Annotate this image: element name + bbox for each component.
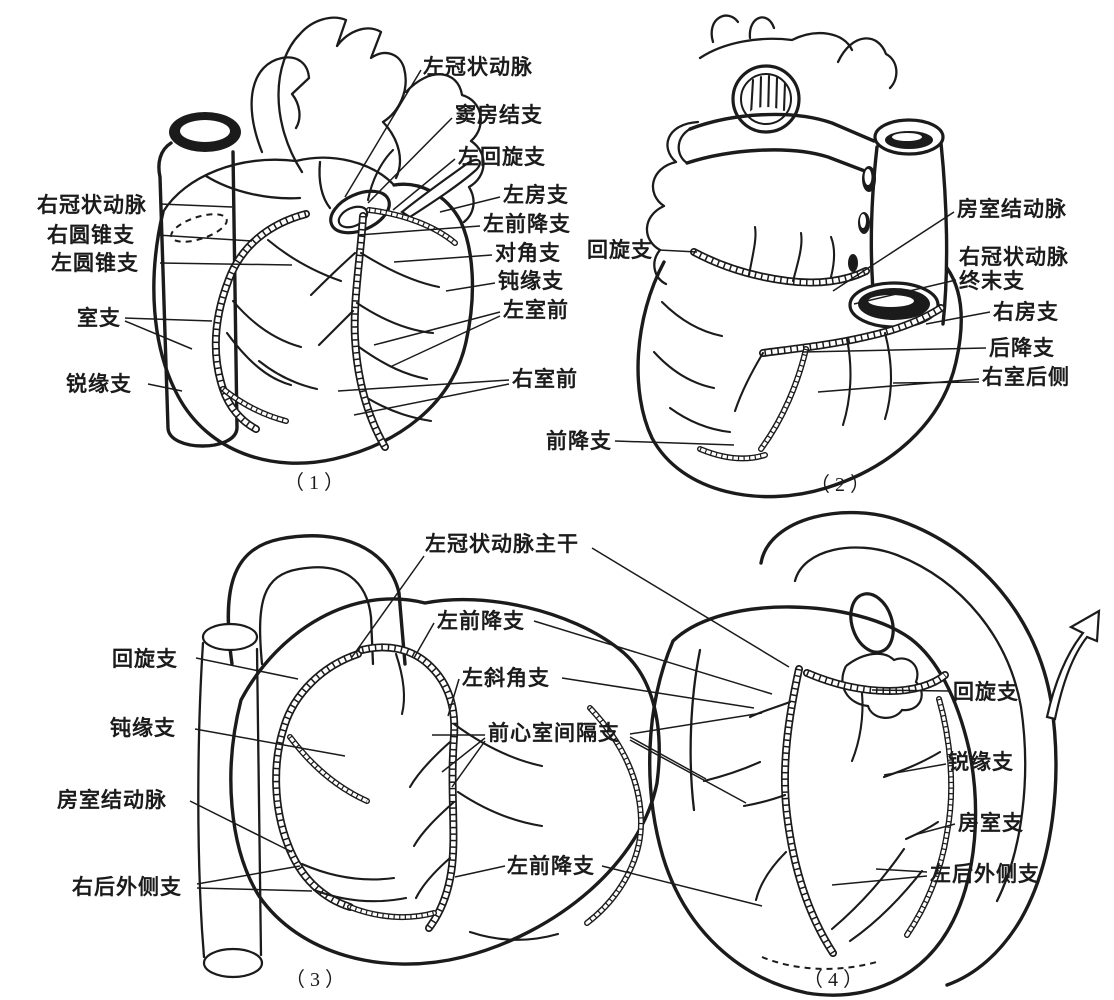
small-branches — [702, 691, 942, 943]
obtuse-marginal-vessel — [290, 737, 367, 801]
heart-body-outline — [636, 120, 963, 499]
label-av-node-artery-p2: 房室结动脉 — [957, 197, 1067, 221]
label-left-coronary-artery: 左冠状动脉 — [423, 55, 533, 79]
label-right-ventricular-anterior: 右室前 — [512, 367, 578, 391]
marginal-vessel — [907, 699, 951, 935]
label-right-conus-branch: 右圆锥支 — [47, 223, 135, 247]
label-left-atrial-branch: 左房支 — [503, 183, 569, 207]
label-av-node-artery-p3: 房室结动脉 — [57, 788, 167, 812]
label-ventricular-branches: 室支 — [77, 306, 121, 330]
anterior-descending-tip-vessel — [700, 449, 765, 458]
panel-3-heart-left-lateral — [197, 534, 661, 979]
label-atrioventricular-branch: 房室支 — [958, 811, 1024, 835]
label-acute-marginal-branch: 锐缘支 — [66, 372, 132, 396]
panel-1-heart-anterior — [152, 16, 485, 465]
posterior-descending-vessel — [761, 349, 806, 449]
heart-body-outline — [229, 597, 661, 966]
vena-cava-tube — [197, 622, 264, 979]
direction-arrow — [1045, 609, 1101, 721]
small-branches — [225, 148, 441, 423]
leader-lines — [124, 69, 991, 907]
caption-panel-4: （4） — [803, 969, 868, 991]
panel-4-heart-inferior — [648, 510, 1101, 997]
caption-panel-2: （2） — [810, 474, 875, 496]
label-acute-marginal-p4: 锐缘支 — [948, 750, 1014, 774]
label-right-ventricular-posterior: 右室后侧 — [982, 365, 1070, 389]
label-anterior-septal-branches: 前心室间隔支 — [488, 721, 620, 745]
label-lad-lower: 左前降支 — [507, 854, 595, 878]
pulmonary-artery-cut — [731, 64, 801, 134]
label-anterior-descending: 前降支 — [546, 429, 612, 453]
label-left-main-trunk: 左冠状动脉主干 — [425, 532, 579, 556]
label-left-conus-branch: 左圆锥支 — [51, 251, 139, 275]
label-rca-terminal-line1: 右冠状动脉 — [959, 245, 1069, 269]
label-sinoatrial-node-branch: 窦房结支 — [455, 103, 543, 127]
label-circumflex-branch-p3: 回旋支 — [112, 647, 178, 671]
label-left-circumflex-branch: 左回旋支 — [458, 145, 546, 169]
posterolateral-vessel — [350, 907, 434, 917]
left-anterior-descending-vessel — [785, 669, 833, 953]
label-right-coronary-artery: 右冠状动脉 — [37, 193, 147, 217]
left-atrial-branch-vessel — [400, 158, 481, 219]
label-obtuse-marginal-branch: 钝缘支 — [498, 269, 564, 293]
great-vessels — [204, 16, 485, 224]
label-obtuse-marginal-p3: 钝缘支 — [110, 716, 176, 740]
circumflex-vessel — [694, 252, 866, 283]
label-left-ventricular-anterior: 左室前 — [503, 298, 569, 322]
caption-panel-1: （1） — [284, 472, 349, 494]
label-left-anterior-descending: 左前降支 — [483, 212, 571, 236]
heart-body-outline — [648, 605, 978, 997]
caption-panel-3: （3） — [285, 969, 350, 991]
vena-cava-tube — [157, 112, 241, 448]
small-branches — [300, 652, 560, 941]
label-diagonal-branch: 对角支 — [495, 241, 561, 265]
label-posterior-descending: 后降支 — [989, 336, 1055, 360]
heart-body-outline — [152, 156, 481, 465]
label-left-posterolateral: 左后外侧支 — [930, 862, 1040, 886]
aortic-arch — [226, 534, 407, 666]
label-right-posterolateral: 右后外侧支 — [72, 875, 182, 899]
left-anterior-descending-vessel — [362, 647, 454, 928]
small-branches — [652, 225, 893, 434]
label-left-diagonal-branch: 左斜角支 — [462, 666, 550, 690]
vessel-cut — [849, 592, 895, 654]
label-lad-upper: 左前降支 — [437, 609, 525, 633]
label-rca-terminal-line2: 终末支 — [959, 269, 1025, 293]
label-right-atrial-branch: 右房支 — [993, 300, 1059, 324]
panel-2-heart-posterior — [636, 14, 963, 499]
label-circumflex-branch-p4: 回旋支 — [953, 680, 1019, 704]
label-circumflex-branch-p2: 回旋支 — [587, 238, 653, 262]
great-vessels — [677, 14, 949, 326]
